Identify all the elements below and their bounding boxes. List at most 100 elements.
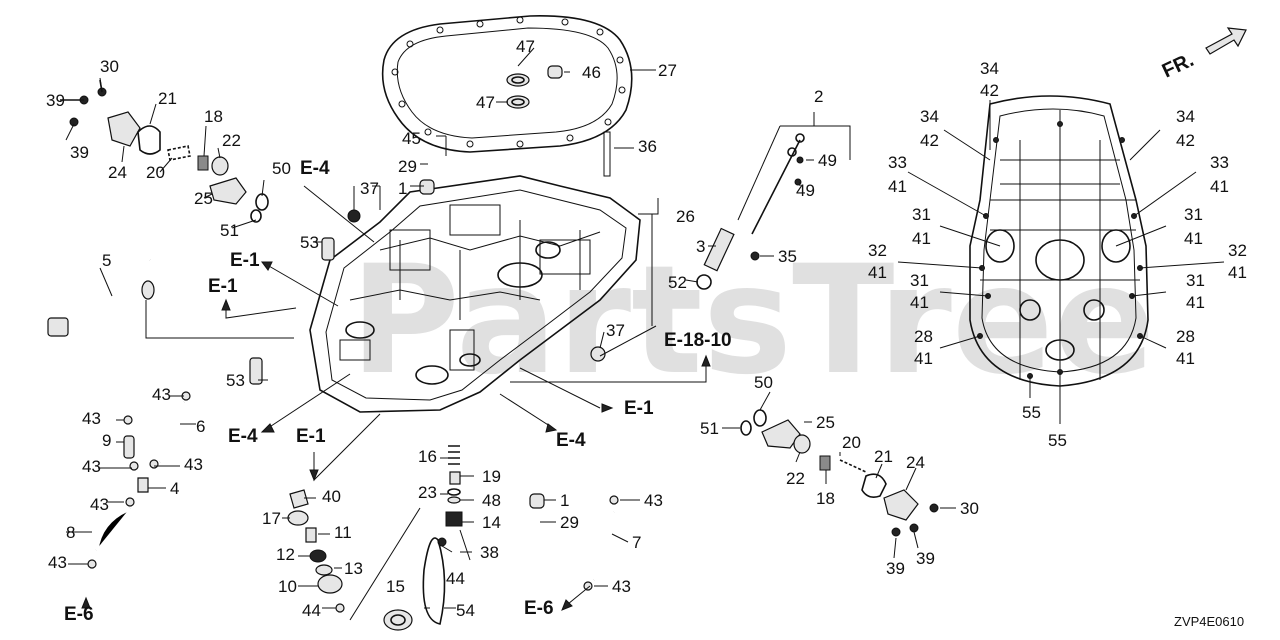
right-middle-cluster [740, 409, 939, 537]
part-number-label: 5 [102, 251, 111, 270]
part-number-label: 24 [906, 453, 925, 472]
section-reference-callout[interactable]: E-1 [296, 426, 326, 447]
part-number-label: 51 [220, 221, 239, 240]
part-number-label: 36 [638, 137, 657, 156]
part-number-label: 46 [582, 63, 601, 82]
part-number-label: 51 [700, 419, 719, 438]
part-number-label: 39 [46, 91, 65, 110]
part-number-label: 8 [66, 523, 75, 542]
part-number-label: 38 [480, 543, 499, 562]
pipe-5-drawing [47, 257, 158, 337]
part-number-label: 48 [482, 491, 501, 510]
part-number-label: 21 [874, 447, 893, 466]
part-number-label: 10 [278, 577, 297, 596]
part-number-label: 20 [842, 433, 861, 452]
part-number-label: 39 [70, 143, 89, 162]
part-number-label: 31 [912, 205, 931, 224]
part-number-label: 43 [48, 553, 67, 572]
part-number-label: 42 [920, 131, 939, 150]
rod-assembly [696, 133, 805, 290]
part-number-label: 42 [1176, 131, 1195, 150]
part-number-label: 47 [516, 37, 535, 56]
callout-arrows [81, 185, 711, 611]
part-number-label: 31 [1184, 205, 1203, 224]
leader-lines [60, 47, 1225, 609]
part-number-label: 29 [398, 157, 417, 176]
part-number-label: 12 [276, 545, 295, 564]
front-direction-arrow: FR. [1159, 27, 1247, 83]
seal-rings [506, 65, 563, 109]
part-number-label: 34 [1176, 107, 1195, 126]
part-number-label: 37 [360, 179, 379, 198]
part-number-label: 53 [226, 371, 245, 390]
section-reference-callout[interactable]: E-6 [524, 598, 554, 619]
section-reference-callout[interactable]: E-18-10 [664, 330, 732, 351]
part-number-label: 41 [912, 229, 931, 248]
main-case-drawing [309, 175, 641, 413]
part-number-label: 9 [102, 431, 111, 450]
part-number-label: 41 [868, 263, 887, 282]
part-number-label: 33 [888, 153, 907, 172]
part-number-label: 41 [914, 349, 933, 368]
part-number-label: 55 [1022, 403, 1041, 422]
part-number-label: 3 [696, 237, 705, 256]
part-number-label: 18 [816, 489, 835, 508]
part-number-label: 27 [658, 61, 677, 80]
part-number-label: 45 [402, 129, 421, 148]
section-reference-callout[interactable]: E-1 [230, 250, 260, 271]
part-number-label: 43 [612, 577, 631, 596]
section-reference-callout[interactable]: E-1 [208, 276, 238, 297]
part-number-label: 7 [632, 533, 641, 552]
section-reference-callout[interactable]: E-4 [556, 430, 586, 451]
part-number-label: 43 [644, 491, 663, 510]
part-number-label: 28 [914, 327, 933, 346]
diagram-code: ZVP4E0610 [1174, 614, 1244, 629]
part-number-label: 11 [334, 523, 352, 542]
gasket-drawing [381, 15, 633, 153]
part-number-label: 31 [1186, 271, 1205, 290]
section-reference-callout[interactable]: E-4 [228, 426, 258, 447]
part-number-label: 43 [82, 409, 101, 428]
part-number-label: 43 [90, 495, 109, 514]
part-number-label: 49 [796, 181, 815, 200]
part-number-label: 16 [418, 447, 437, 466]
lower-left-hoses [87, 391, 191, 569]
part-number-label: 2 [814, 87, 823, 106]
part-number-label: 1 [398, 179, 407, 198]
watermark-text: PartsTree [350, 234, 1155, 408]
part-number-label: 6 [196, 417, 205, 436]
part-number-label: 49 [818, 151, 837, 170]
hose-7 [583, 495, 619, 591]
part-number-label: 43 [82, 457, 101, 476]
part-number-label: 44 [302, 601, 321, 620]
part-number-label: 34 [920, 107, 939, 126]
part-number-label: 4 [170, 479, 179, 498]
part-number-label: 18 [204, 107, 223, 126]
part-number-label: 42 [980, 81, 999, 100]
part-number-label: 47 [476, 93, 495, 112]
part-number-label: 41 [1176, 349, 1195, 368]
part-number-label: 41 [1228, 263, 1247, 282]
part-number-label: 39 [886, 559, 905, 578]
part-number-label: 15 [386, 577, 405, 596]
section-reference-callout[interactable]: E-1 [624, 398, 654, 419]
part-number-label: 41 [1210, 177, 1229, 196]
part-number-label: 25 [816, 413, 835, 432]
part-number-label: 37 [606, 321, 625, 340]
section-reference-callout[interactable]: E-6 [64, 604, 94, 625]
part-number-label: 20 [146, 163, 165, 182]
part-number-label: 30 [960, 499, 979, 518]
part-number-label: 32 [1228, 241, 1247, 260]
part-number-label: 41 [910, 293, 929, 312]
section-reference-callout[interactable]: E-4 [300, 158, 330, 179]
part-number-label: 1 [560, 491, 569, 510]
part-number-label: 41 [1184, 229, 1203, 248]
part-number-label: 30 [100, 57, 119, 76]
part-number-label: 22 [222, 131, 241, 150]
part-number-label: 34 [980, 59, 999, 78]
direction-label: FR. [1159, 49, 1197, 83]
part-number-label: 29 [560, 513, 579, 532]
